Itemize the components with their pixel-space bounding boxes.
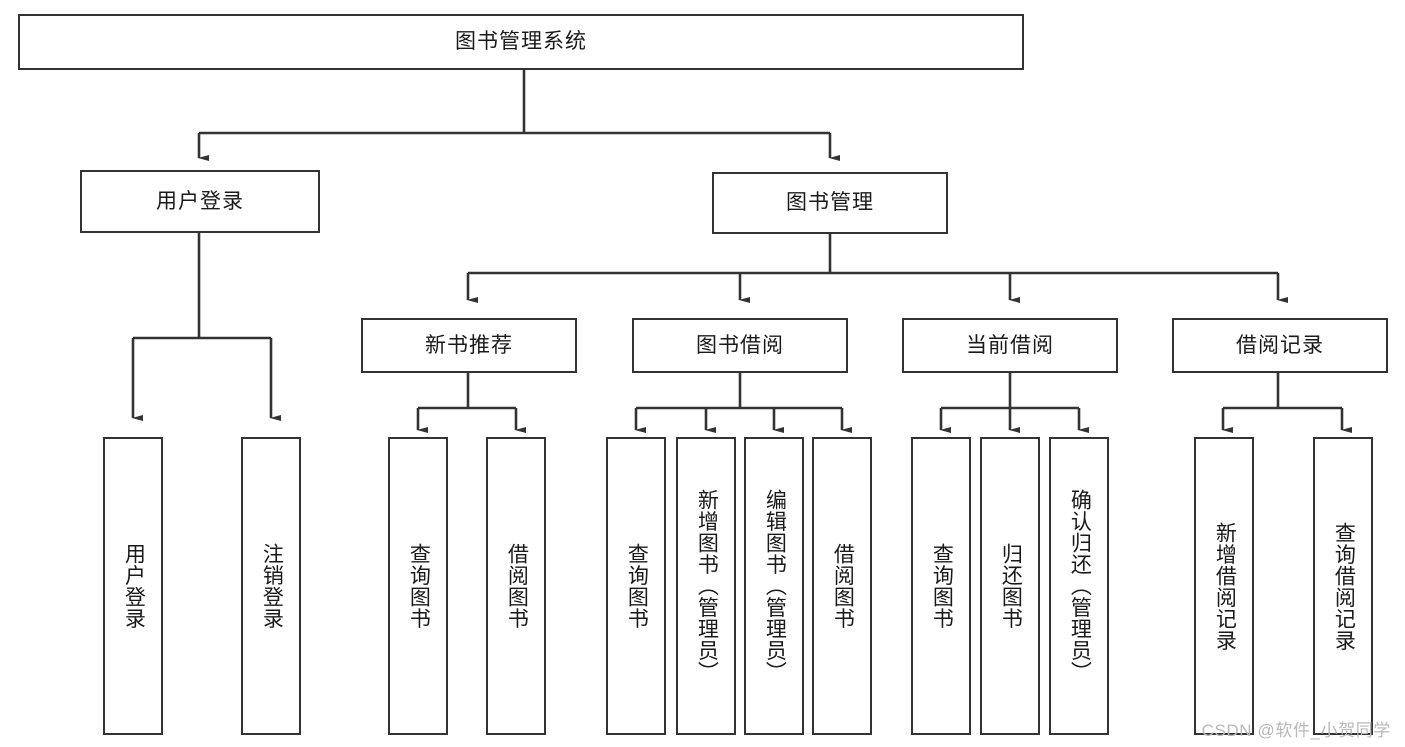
node-label: 借阅记录 [1236, 333, 1324, 357]
node-user-login[interactable]: 用户登录 [80, 170, 320, 233]
node-borrow-record[interactable]: 借阅记录 [1172, 318, 1388, 373]
leaf-book-borrow-edit-book-admin[interactable]: 编辑图书（管理员） [744, 437, 804, 735]
leaf-borrow-record-add-record[interactable]: 新增借阅记录 [1194, 437, 1254, 735]
leaf-user-login-login[interactable]: 用户登录 [103, 437, 163, 735]
leaf-new-book-query-book[interactable]: 查询图书 [388, 437, 448, 735]
node-label: 图书借阅 [696, 333, 784, 357]
node-root-book-management-system[interactable]: 图书管理系统 [18, 14, 1024, 70]
node-label: 用户登录 [156, 189, 244, 213]
node-label: 新增借阅记录 [1213, 521, 1237, 651]
node-label: 图书管理系统 [455, 30, 587, 54]
leaf-book-borrow-add-book-admin[interactable]: 新增图书（管理员） [676, 437, 736, 735]
node-book-management[interactable]: 图书管理 [712, 172, 948, 234]
node-label: 借阅图书 [505, 543, 529, 629]
node-new-book-recommend[interactable]: 新书推荐 [361, 318, 577, 373]
node-label: 用户登录 [122, 543, 146, 629]
leaf-current-borrow-confirm-return-admin[interactable]: 确认归还（管理员） [1049, 437, 1109, 735]
node-label: 当前借阅 [966, 333, 1054, 357]
node-label: 查询图书 [930, 543, 954, 629]
leaf-book-borrow-query-book[interactable]: 查询图书 [606, 437, 666, 735]
leaf-borrow-record-query-record[interactable]: 查询借阅记录 [1313, 437, 1373, 735]
node-current-borrow[interactable]: 当前借阅 [902, 318, 1118, 373]
node-label: 图书管理 [786, 191, 874, 215]
node-label: 查询借阅记录 [1332, 521, 1356, 651]
leaf-user-login-logout[interactable]: 注销登录 [241, 437, 301, 735]
leaf-book-borrow-borrow-book[interactable]: 借阅图书 [812, 437, 872, 735]
node-label: 查询图书 [625, 543, 649, 629]
node-label: 归还图书 [999, 543, 1023, 629]
node-label: 新增图书（管理员） [695, 489, 719, 683]
node-label: 注销登录 [260, 543, 284, 629]
csdn-watermark: CSDN @软件_小贺同学 [1201, 721, 1391, 740]
leaf-current-borrow-return-book[interactable]: 归还图书 [980, 437, 1040, 735]
node-label: 编辑图书（管理员） [763, 489, 787, 683]
node-label: 新书推荐 [425, 333, 513, 357]
leaf-current-borrow-query-book[interactable]: 查询图书 [911, 437, 971, 735]
leaf-new-book-borrow-book[interactable]: 借阅图书 [486, 437, 546, 735]
node-label: 借阅图书 [831, 543, 855, 629]
node-label: 查询图书 [407, 543, 431, 629]
node-label: 确认归还（管理员） [1068, 489, 1092, 683]
node-book-borrow[interactable]: 图书借阅 [632, 318, 848, 373]
